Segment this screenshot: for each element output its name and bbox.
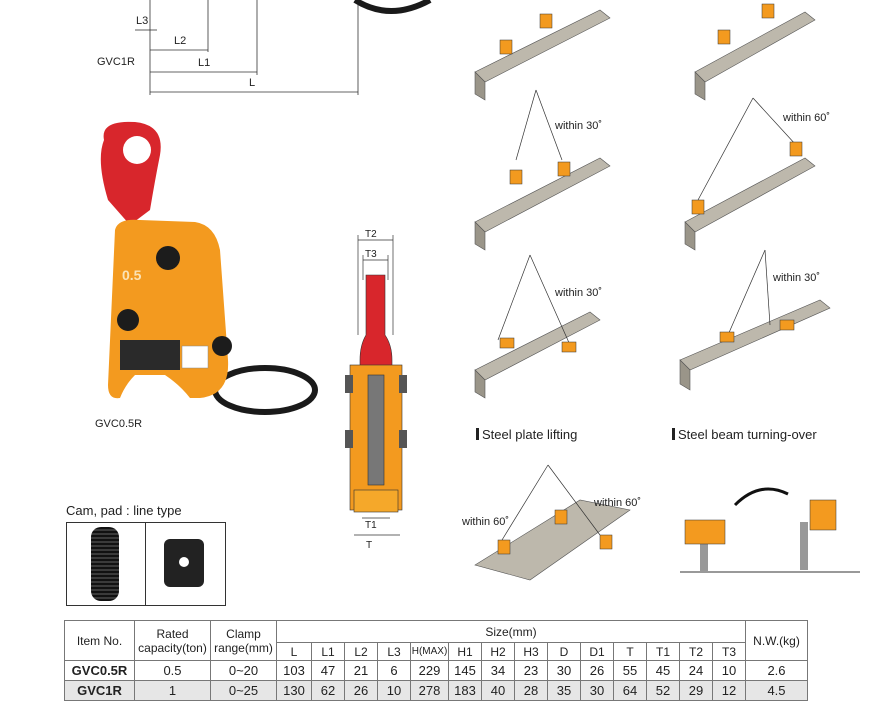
cell-size: 64 — [613, 680, 647, 701]
cell-size: 35 — [547, 680, 581, 701]
cell-size: 21 — [344, 660, 378, 681]
size-col-header: H2 — [481, 642, 515, 661]
cell-size: 30 — [547, 660, 581, 681]
top-dimension-drawing — [135, 0, 432, 95]
angle-label-5: within 60˚ — [462, 516, 510, 528]
cell-size: 183 — [448, 680, 482, 701]
caption-text: Steel plate lifting — [482, 427, 578, 442]
gvc1r-label: GVC1R — [97, 56, 135, 68]
dim-l1: L1 — [198, 57, 211, 69]
cell-capacity: 1 — [134, 680, 211, 701]
angle-label-3: within 30˚ — [555, 287, 603, 299]
cell-size: 34 — [481, 660, 515, 681]
table-row: GVC0.5R 0.5 0~20 103 47 21 6 229 145 34 … — [64, 660, 808, 681]
size-col-header: L3 — [377, 642, 411, 661]
size-column-header-row: L L1 L2 L3 H(MAX) H1 H2 H3 D D1 T T1 T2 … — [65, 642, 808, 661]
dim-l3: L3 — [136, 15, 149, 27]
caption-steel-beam-turning: Steel beam turning-over — [672, 427, 817, 442]
cell-size: 55 — [613, 660, 647, 681]
cam-pad-title: Cam, pad : line type — [66, 503, 182, 518]
caption-steel-plate-lifting: Steel plate lifting — [476, 427, 577, 442]
size-col-header: H1 — [448, 642, 482, 661]
dim-l: L — [249, 77, 256, 89]
size-col-header: H3 — [514, 642, 548, 661]
cam-image — [67, 523, 146, 605]
size-col-header: T3 — [712, 642, 746, 661]
size-col-header: H(MAX) — [410, 642, 449, 661]
cell-size: 23 — [514, 660, 548, 681]
cell-size: 47 — [311, 660, 345, 681]
size-col-header: L — [276, 642, 312, 661]
gvc05r-label: GVC0.5R — [95, 418, 143, 430]
dim-t: T — [366, 540, 373, 551]
cell-capacity: 0.5 — [134, 660, 211, 681]
angle-label-6: within 60˚ — [594, 497, 642, 509]
header-size: Size(mm) — [276, 620, 746, 643]
angle-label-2: within 60˚ — [783, 112, 831, 124]
cell-size: 229 — [410, 660, 449, 681]
size-col-header: T — [613, 642, 647, 661]
spec-table: Item No. Rated capacity(ton) Clamp range… — [64, 620, 808, 701]
cell-nw: 4.5 — [745, 680, 808, 701]
pad-image — [164, 539, 204, 587]
size-col-header: T2 — [679, 642, 713, 661]
cell-item: GVC1R — [64, 680, 135, 701]
cell-size: 130 — [276, 680, 312, 701]
cam-pad-box — [66, 522, 226, 606]
cell-size: 278 — [410, 680, 449, 701]
cell-size: 12 — [712, 680, 746, 701]
size-col-header: L1 — [311, 642, 345, 661]
table-row: GVC1R 1 0~25 130 62 26 10 278 183 40 28 … — [64, 680, 808, 701]
size-col-header: T1 — [646, 642, 680, 661]
header-capacity: Rated capacity(ton) — [134, 620, 211, 661]
cell-size: 10 — [377, 680, 411, 701]
cell-range: 0~25 — [210, 680, 277, 701]
svg-text:0.5: 0.5 — [122, 267, 142, 283]
cell-item: GVC0.5R — [64, 660, 135, 681]
cell-size: 62 — [311, 680, 345, 701]
size-col-header: D — [547, 642, 581, 661]
cell-size: 103 — [276, 660, 312, 681]
cell-size: 45 — [646, 660, 680, 681]
dim-t3: T3 — [365, 249, 377, 260]
cell-size: 26 — [344, 680, 378, 701]
angle-label-4: within 30˚ — [773, 272, 821, 284]
cell-size: 10 — [712, 660, 746, 681]
cell-size: 40 — [481, 680, 515, 701]
cell-size: 145 — [448, 660, 482, 681]
size-col-header: D1 — [580, 642, 614, 661]
header-clamp-range: Clamp range(mm) — [210, 620, 277, 661]
cell-size: 30 — [580, 680, 614, 701]
dim-t2: T2 — [365, 229, 377, 240]
section-drawing — [345, 235, 407, 536]
cell-size: 24 — [679, 660, 713, 681]
usage-illustrations — [474, 3, 860, 581]
header-item-no: Item No. — [64, 620, 135, 661]
cell-size: 6 — [377, 660, 411, 681]
cell-range: 0~20 — [210, 660, 277, 681]
cell-size: 26 — [580, 660, 614, 681]
header-nw: N.W.(kg) — [745, 620, 808, 661]
size-col-header: L2 — [344, 642, 378, 661]
cell-size: 52 — [646, 680, 680, 701]
cell-size: 28 — [514, 680, 548, 701]
clamp-photo: 0.5 — [100, 121, 318, 415]
angle-label-1: within 30˚ — [555, 120, 603, 132]
dim-t1: T1 — [365, 520, 377, 531]
cell-nw: 2.6 — [745, 660, 808, 681]
caption-text: Steel beam turning-over — [678, 427, 817, 442]
cell-size: 29 — [679, 680, 713, 701]
dim-l2: L2 — [174, 35, 187, 47]
